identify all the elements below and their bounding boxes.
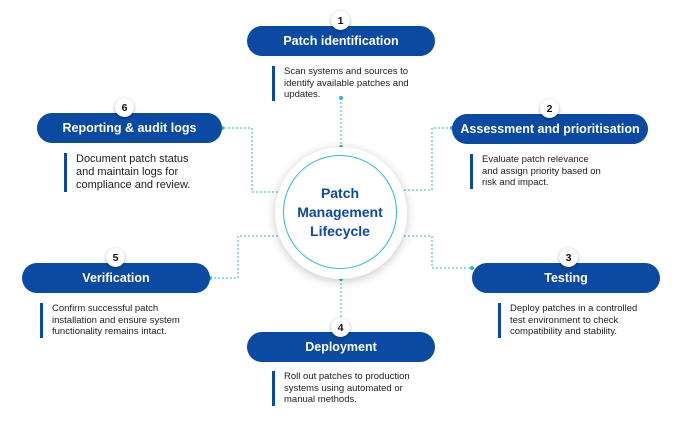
- step-1-description: Scan systems and sources to identify ava…: [272, 66, 454, 101]
- step-6-desc-line: compliance and review.: [76, 179, 191, 191]
- center-title-line1: Patch: [320, 184, 360, 201]
- step-1-desc-line: updates.: [284, 89, 321, 100]
- step-1-desc-line: Scan systems and sources to: [284, 66, 409, 77]
- connector-3: [400, 235, 472, 269]
- step-6-desc-line: and maintain logs for: [76, 166, 179, 178]
- step-1-desc-line: identify available patches and: [284, 77, 409, 89]
- step-1-number-badge: 1: [331, 11, 350, 30]
- step-2-number: 2: [546, 102, 553, 115]
- step-4-title: Deployment: [305, 340, 377, 354]
- lifecycle-center: Patch Management Lifecycle: [275, 147, 407, 279]
- step-5-desc-line: installation and ensure system: [52, 314, 180, 326]
- step-6-description: Document patch status and maintain logs …: [64, 153, 246, 192]
- step-6-number: 6: [121, 101, 128, 114]
- step-3-desc-line: Deploy patches in a controlled: [510, 303, 638, 314]
- connector-dot: [470, 266, 474, 270]
- step-3-description: Deploy patches in a controlled test envi…: [498, 303, 680, 338]
- connector-6: [222, 127, 282, 193]
- step-6-desc-line: Document patch status: [76, 153, 189, 165]
- step-1-pill: Patch identification: [247, 26, 435, 56]
- step-5-title: Verification: [82, 271, 150, 285]
- step-4-number-badge: 4: [331, 318, 350, 337]
- step-2-desc-line: risk and impact.: [482, 177, 549, 188]
- center-title: Patch Management Lifecycle: [290, 184, 390, 241]
- step-5-number: 5: [112, 251, 119, 264]
- step-5-number-badge: 5: [106, 248, 125, 267]
- step-4-number: 4: [337, 321, 344, 334]
- lifecycle-center-ring: Patch Management Lifecycle: [283, 155, 397, 269]
- step-3-title: Testing: [544, 271, 588, 285]
- step-6-pill: Reporting & audit logs: [37, 113, 222, 143]
- step-3-pill: Testing: [472, 263, 660, 293]
- connector-5: [210, 235, 282, 279]
- center-title-line2: Management: [297, 203, 383, 220]
- step-4-pill: Deployment: [247, 332, 435, 362]
- step-4-description: Roll out patches to production systems u…: [272, 371, 454, 406]
- step-2-pill: Assessment and prioritisation: [452, 114, 648, 144]
- connector-2: [400, 127, 452, 191]
- connector-dot: [339, 96, 343, 100]
- step-6-number-badge: 6: [115, 98, 134, 117]
- step-4-desc-line: systems using automated or: [284, 382, 403, 394]
- step-6-title: Reporting & audit logs: [62, 121, 197, 135]
- center-title-line3: Lifecycle: [310, 222, 370, 239]
- step-2-desc-line: and assign priority based on: [482, 165, 601, 177]
- step-5-pill: Verification: [22, 263, 210, 293]
- step-5-desc-line: functionality remains intact.: [52, 326, 167, 337]
- step-4-desc-line: Roll out patches to production: [284, 371, 410, 382]
- step-3-desc-line: compatibility and stability.: [510, 326, 618, 337]
- step-2-number-badge: 2: [540, 99, 559, 118]
- step-3-number-badge: 3: [559, 248, 578, 267]
- step-1-number: 1: [337, 14, 344, 27]
- step-2-desc-line: Evaluate patch relevance: [482, 154, 589, 165]
- step-5-desc-line: Confirm successful patch: [52, 303, 159, 314]
- step-5-description: Confirm successful patch installation an…: [40, 303, 232, 338]
- step-3-desc-line: test environment to check: [510, 314, 619, 326]
- step-4-desc-line: manual methods.: [284, 394, 357, 405]
- step-2-description: Evaluate patch relevance and assign prio…: [470, 154, 652, 189]
- step-1-title: Patch identification: [283, 34, 399, 48]
- step-2-title: Assessment and prioritisation: [460, 122, 640, 136]
- step-3-number: 3: [565, 251, 572, 264]
